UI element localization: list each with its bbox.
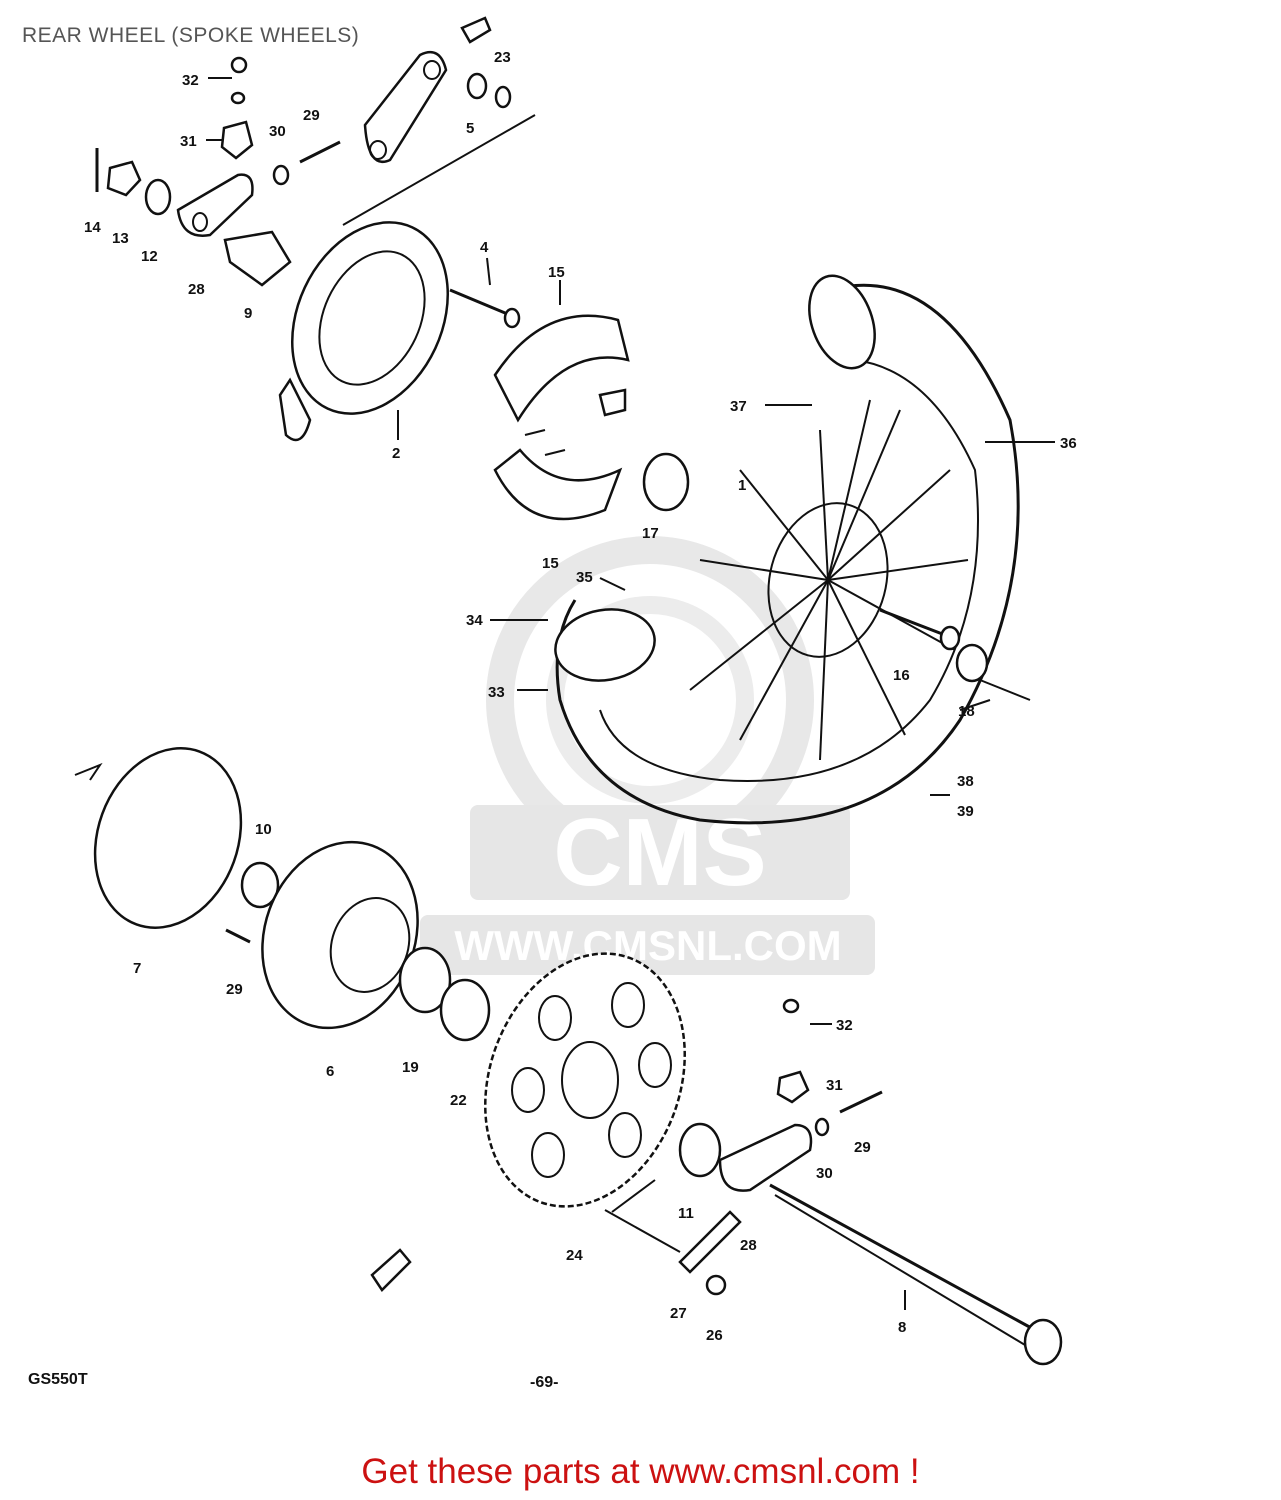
label-30a: 30: [269, 123, 286, 140]
rear-wheel: [554, 274, 1020, 825]
bearing-17: [642, 452, 690, 512]
label-30b: 30: [816, 1165, 833, 1182]
label-23: 23: [494, 49, 511, 66]
adjuster-lower-group: [370, 998, 1063, 1366]
label-17: 17: [642, 525, 659, 542]
label-22: 22: [450, 1092, 467, 1109]
label-5: 5: [466, 120, 474, 137]
label-29c: 29: [854, 1139, 871, 1156]
label-19: 19: [402, 1059, 419, 1076]
watermark-brand: CMS: [553, 799, 766, 906]
label-36: 36: [1060, 435, 1077, 452]
label-33: 33: [488, 684, 505, 701]
label-26: 26: [706, 1327, 723, 1344]
label-32a: 32: [182, 72, 199, 89]
get-parts-link[interactable]: Get these parts at www.cmsnl.com !: [361, 1452, 920, 1491]
label-32b: 32: [836, 1017, 853, 1034]
label-15b: 15: [542, 555, 559, 572]
label-6: 6: [326, 1063, 334, 1080]
watermark-url: WWW.CMSNL.COM: [454, 922, 841, 969]
label-24: 24: [566, 1247, 583, 1264]
adjuster-upper-group: [95, 16, 536, 287]
cms-watermark: CMS WWW.CMSNL.COM: [420, 536, 875, 975]
label-8: 8: [898, 1319, 906, 1336]
label-10: 10: [255, 821, 272, 838]
label-34: 34: [466, 612, 483, 629]
label-1: 1: [738, 477, 746, 494]
label-14: 14: [84, 219, 101, 236]
wheel-spokes: [689, 399, 969, 761]
brake-shoes: [493, 314, 630, 521]
label-27: 27: [670, 1305, 687, 1322]
label-12: 12: [141, 248, 158, 265]
label-28b: 28: [740, 1237, 757, 1254]
label-38: 38: [957, 773, 974, 790]
page-title: REAR WHEEL (SPOKE WHEELS): [22, 24, 360, 47]
label-11: 11: [678, 1205, 694, 1222]
label-18: 18: [958, 703, 975, 720]
label-9: 9: [244, 305, 252, 322]
part-labels: 1 2 4 5 6 7 8 9 10 11 12 13 14 15 15 16 …: [84, 49, 1077, 1344]
leader-lines: [206, 77, 1055, 1310]
label-37: 37: [730, 398, 747, 415]
label-29b: 29: [226, 981, 243, 998]
label-2: 2: [392, 445, 400, 462]
hub-assembly: [74, 747, 491, 1042]
label-31b: 31: [826, 1077, 843, 1094]
page-number: -69-: [530, 1374, 558, 1391]
label-13: 13: [112, 230, 129, 247]
brake-panel: [278, 221, 521, 442]
label-28a: 28: [188, 281, 205, 298]
label-31a: 31: [180, 133, 197, 150]
label-4: 4: [480, 239, 489, 256]
label-16: 16: [893, 667, 910, 684]
label-15a: 15: [548, 264, 565, 281]
label-7: 7: [133, 960, 141, 977]
label-35: 35: [576, 569, 593, 586]
model-code: GS550T: [28, 1371, 88, 1388]
rear-sprocket: [484, 952, 686, 1208]
label-29a: 29: [303, 107, 320, 124]
label-39: 39: [957, 803, 974, 820]
